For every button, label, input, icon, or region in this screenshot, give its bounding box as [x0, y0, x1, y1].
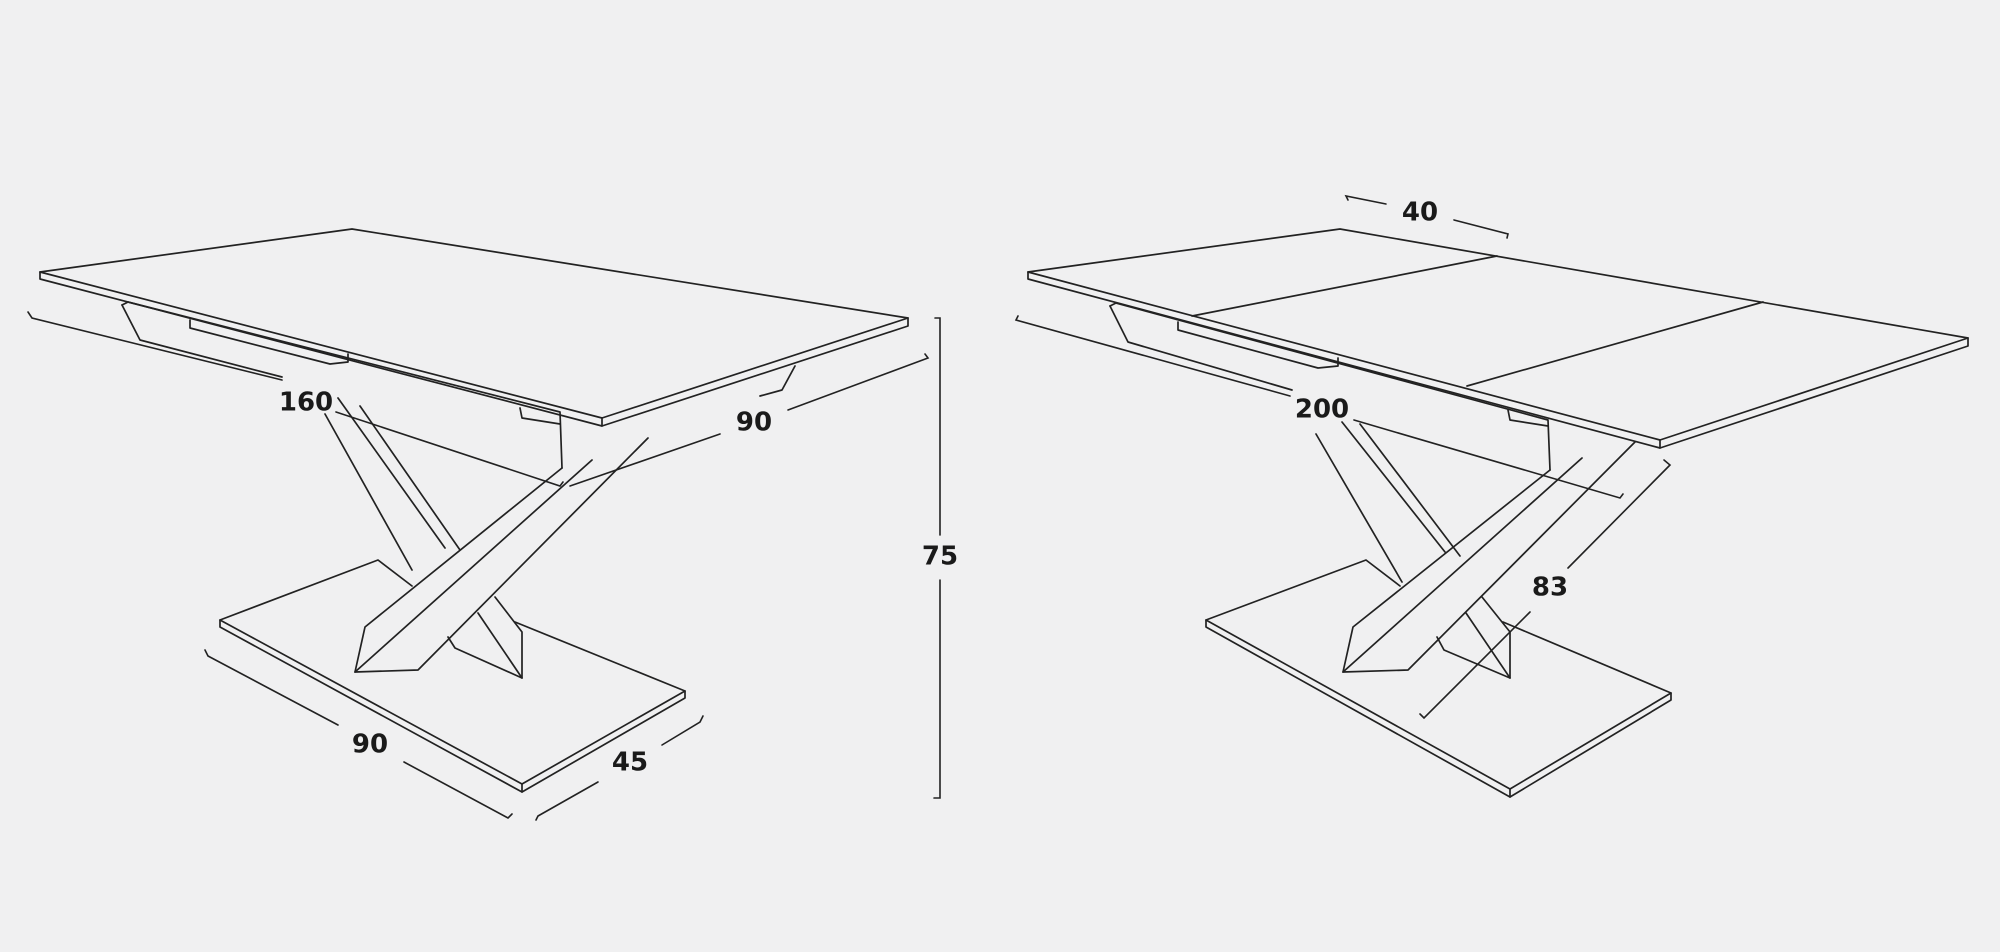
closed-width-dimension: 90 — [569, 353, 930, 487]
extended-table-legs — [1315, 421, 1636, 679]
leg-span-label: 83 — [1532, 573, 1568, 603]
closed-tabletop — [39, 228, 909, 427]
leg-span-dimension: 83 — [1419, 459, 1672, 720]
height-label: 75 — [922, 542, 958, 572]
extended-tabletop — [1027, 228, 1969, 449]
extended-length-label: 200 — [1295, 395, 1349, 425]
closed-table-base — [219, 559, 686, 793]
extended-length-dimension: 200 — [1014, 315, 1624, 499]
extended-table-base — [1205, 559, 1672, 798]
extension-dimension: 40 — [1344, 194, 1509, 239]
base-length-label: 90 — [352, 730, 388, 760]
closed-table-rails — [121, 301, 796, 469]
extension-label: 40 — [1402, 198, 1438, 228]
height-dimension: 75 — [922, 317, 958, 799]
extension-leaf-seam-front — [1466, 301, 1764, 387]
extended-table-drawing — [1027, 228, 1969, 798]
base-width-dimension: 45 — [535, 715, 704, 821]
closed-width-label: 90 — [736, 408, 772, 438]
extension-leaf-seam-back — [1191, 255, 1498, 317]
closed-table-drawing — [39, 228, 909, 793]
closed-table-legs — [324, 397, 649, 679]
closed-length-label: 160 — [279, 388, 333, 418]
closed-length-dimension: 160 — [27, 311, 564, 487]
base-length-dimension: 90 — [204, 649, 513, 819]
extended-table-rails — [1109, 302, 1551, 471]
base-width-label: 45 — [612, 748, 648, 778]
